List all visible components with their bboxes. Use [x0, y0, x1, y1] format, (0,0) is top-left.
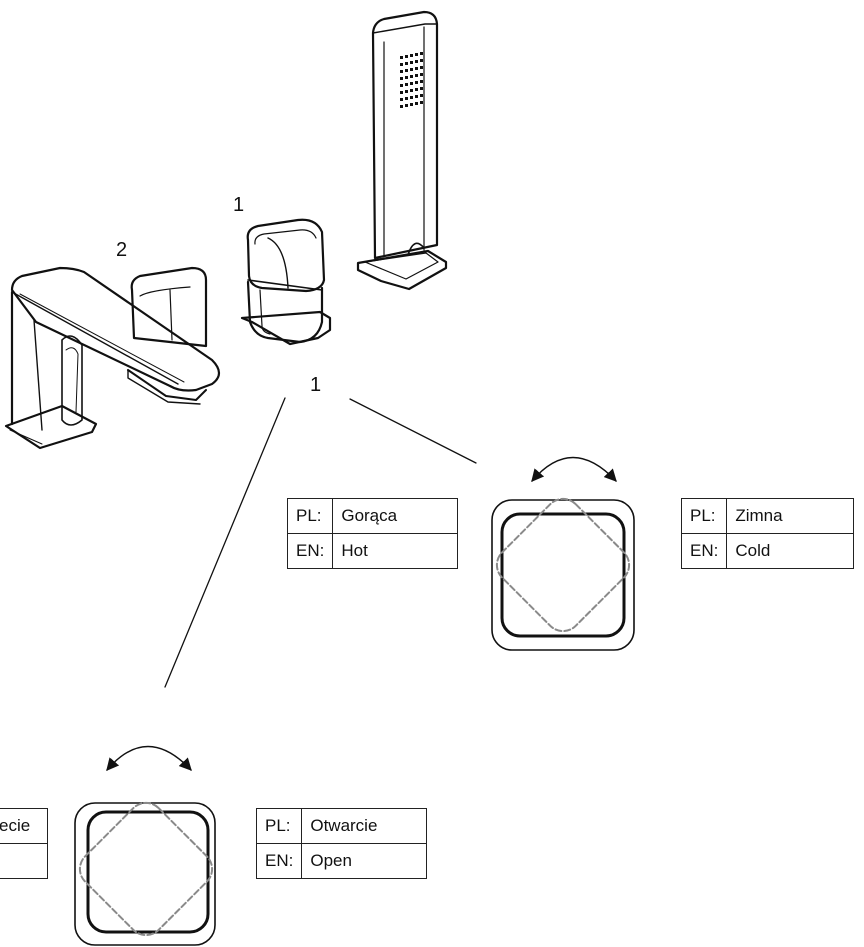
table-row: ecie — [0, 808, 48, 844]
lang-code: EN: — [286, 533, 334, 569]
table-row: PL: Otwarcie — [255, 808, 428, 844]
valve-handle-icon — [240, 218, 332, 346]
rotation-detail-open-close — [74, 745, 216, 946]
table-row: EN: Open — [255, 843, 428, 879]
table-row — [0, 843, 48, 879]
label-text: Gorąca — [332, 498, 459, 534]
leader-line-detail — [349, 398, 477, 464]
spout-icon — [4, 266, 221, 450]
leader-line-detail-2 — [164, 397, 286, 688]
lang-code: PL: — [680, 498, 728, 534]
table-row: PL: Zimna — [680, 498, 855, 534]
table-row: PL: Gorąca — [286, 498, 459, 534]
label-text — [0, 843, 48, 879]
nozzle-grid — [400, 52, 423, 108]
label-table-close: ecie — [0, 808, 48, 879]
callout-spout-number: 2 — [116, 239, 128, 261]
callout-detail-number: 1 — [310, 374, 322, 396]
label-text: Otwarcie — [301, 808, 428, 844]
lang-code: EN: — [680, 533, 728, 569]
lang-code: PL: — [255, 808, 303, 844]
label-text: Open — [301, 843, 428, 879]
label-text: Cold — [726, 533, 855, 569]
table-row: EN: Hot — [286, 533, 459, 569]
label-table-hot: PL: Gorąca EN: Hot — [286, 498, 459, 569]
lang-code: EN: — [255, 843, 303, 879]
label-text: Hot — [332, 533, 459, 569]
label-text: ecie — [0, 808, 48, 844]
callout-handle-number: 1 — [233, 194, 245, 216]
label-table-open: PL: Otwarcie EN: Open — [255, 808, 428, 879]
label-text: Zimna — [726, 498, 855, 534]
hand-shower-icon — [356, 10, 448, 291]
lang-code: PL: — [286, 498, 334, 534]
table-row: EN: Cold — [680, 533, 855, 569]
label-table-cold: PL: Zimna EN: Cold — [680, 498, 855, 569]
rotation-detail-hot-cold — [491, 456, 635, 651]
